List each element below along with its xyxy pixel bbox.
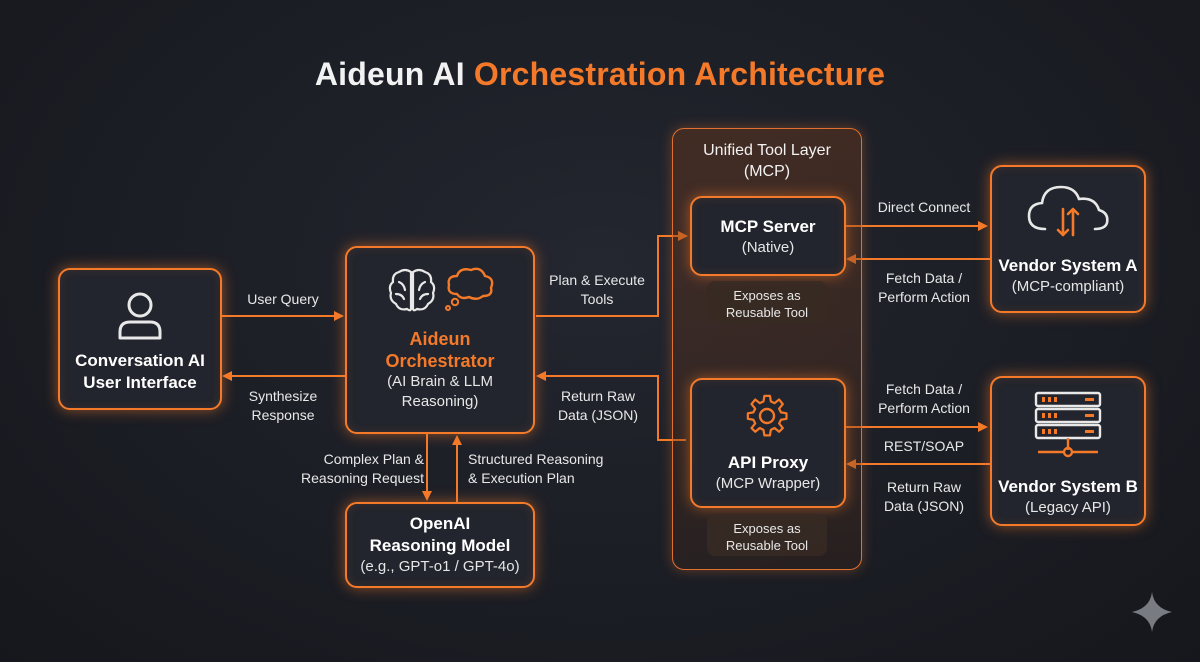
label-fetch-b: Fetch Data / Perform Action [864, 380, 984, 418]
label-direct-connect: Direct Connect [877, 199, 971, 215]
openai-sub: (e.g., GPT-o1 / GPT-4o) [360, 558, 520, 575]
label-plan-execute-line1: Plan & Execute [549, 272, 645, 288]
page-title: Aideun AI Orchestration Architecture [0, 56, 1200, 93]
mcp-server-sub: (Native) [741, 239, 795, 256]
label-synthesize-line1: Synthesize [248, 388, 318, 404]
tool-layer-title-line1: Unified Tool Layer [703, 142, 831, 159]
node-conversation-ui: Conversation AI User Interface [58, 268, 222, 410]
label-return-raw-right-line2: Data (JSON) [883, 498, 965, 514]
vendor-a-title: Vendor System A [998, 256, 1138, 275]
tool-layer-title-line2: (MCP) [743, 163, 791, 180]
vendor-a-sub: (MCP-compliant) [1011, 278, 1125, 295]
gear-icon [746, 394, 788, 437]
node-openai-model: OpenAI Reasoning Model (e.g., GPT-o1 / G… [345, 502, 535, 588]
api-chip-line2: Reusable Tool [725, 538, 809, 553]
label-plan-execute: Plan & Execute Tools [538, 271, 656, 309]
orchestrator-title-line2: Orchestrator [385, 351, 495, 371]
orchestrator-sub-line2: Reasoning) [401, 393, 479, 410]
api-proxy-title: API Proxy [727, 453, 809, 472]
label-fetch-b-line2: Perform Action [878, 400, 970, 416]
label-return-raw-left-line2: Data (JSON) [557, 407, 639, 423]
vendor-b-sub: (Legacy API) [1025, 499, 1111, 516]
label-fetch-a-line1: Fetch Data / [885, 270, 963, 286]
openai-title-line2: Reasoning Model [369, 536, 511, 555]
label-return-raw-left: Return Raw Data (JSON) [548, 387, 648, 425]
api-chip-line1: Exposes as [733, 521, 801, 536]
vendor-b-title: Vendor System B [998, 477, 1138, 496]
label-structured: Structured Reasoning & Execution Plan [468, 450, 628, 488]
title-accent: Orchestration Architecture [473, 56, 886, 92]
label-return-raw-right: Return Raw Data (JSON) [864, 478, 984, 516]
label-structured-line2: & Execution Plan [468, 470, 575, 486]
label-return-raw-right-line1: Return Raw [887, 479, 961, 495]
api-proxy-chip: Exposes as Reusable Tool [707, 514, 827, 556]
node-orchestrator: Aideun Orchestrator (AI Brain & LLM Reas… [345, 246, 535, 434]
node-vendor-a: Vendor System A (MCP-compliant) [990, 165, 1146, 313]
label-fetch-b-line1: Fetch Data / [885, 381, 963, 397]
label-complex-plan-line2: Reasoning Request [301, 470, 424, 486]
brain-icon [388, 268, 436, 312]
label-rest-soap: REST/SOAP [883, 438, 965, 454]
cloud-sync-icon [1027, 185, 1109, 237]
ui-title-line1: Conversation AI [75, 351, 205, 370]
orchestrator-sub-line1: (AI Brain & LLM [387, 373, 493, 390]
label-synthesize-line2: Response [251, 407, 315, 423]
mcp-chip-line1: Exposes as [733, 288, 801, 303]
label-synthesize: Synthesize Response [228, 387, 338, 425]
label-fetch-a: Fetch Data / Perform Action [864, 269, 984, 307]
label-return-raw-left-line1: Return Raw [561, 388, 635, 404]
node-vendor-b: Vendor System B (Legacy API) [990, 376, 1146, 526]
label-user-query: User Query [247, 291, 319, 307]
node-api-proxy: API Proxy (MCP Wrapper) [690, 378, 846, 508]
sparkle-icon [1132, 592, 1172, 632]
tool-layer-title: Unified Tool Layer (MCP) [672, 140, 862, 182]
user-icon [118, 292, 162, 340]
openai-title-line1: OpenAI [409, 514, 471, 533]
ui-title-line2: User Interface [83, 373, 197, 392]
api-proxy-sub: (MCP Wrapper) [715, 475, 821, 492]
label-complex-plan-line1: Complex Plan & [323, 451, 424, 467]
label-structured-line1: Structured Reasoning [468, 451, 604, 467]
orchestrator-title-line1: Aideun [409, 329, 471, 349]
label-fetch-a-line2: Perform Action [878, 289, 970, 305]
label-complex-plan: Complex Plan & Reasoning Request [264, 450, 424, 488]
mcp-server-title: MCP Server [720, 217, 816, 236]
label-plan-execute-line2: Tools [580, 291, 614, 307]
server-icon [1034, 391, 1102, 458]
mcp-server-chip: Exposes as Reusable Tool [707, 281, 827, 323]
mcp-chip-line2: Reusable Tool [725, 305, 809, 320]
node-mcp-server: MCP Server (Native) [690, 196, 846, 276]
thought-bubble-icon [445, 267, 494, 311]
title-main: Aideun AI [314, 56, 465, 92]
